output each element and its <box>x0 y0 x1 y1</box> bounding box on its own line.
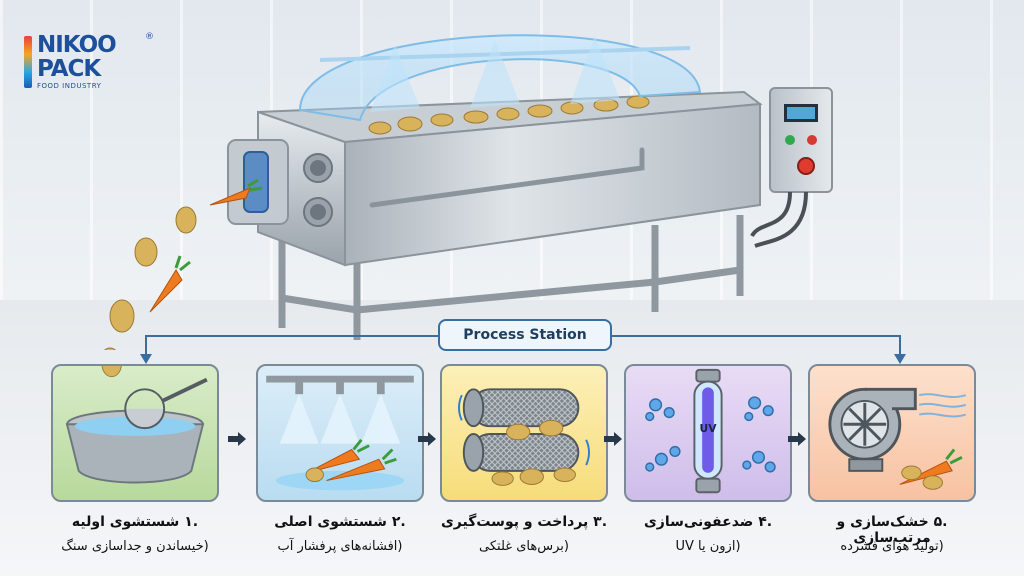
step-5-subtitle: (تولید هوای فشرده <box>840 539 944 554</box>
emergency-stop-icon <box>797 157 815 175</box>
arrow-right-icon <box>788 432 806 446</box>
step-card-drying <box>808 364 976 502</box>
spray-nozzles-icon <box>266 375 414 491</box>
arrow-right-icon <box>228 432 246 446</box>
tank-handle-rail <box>369 147 645 208</box>
step-card-peeling <box>440 364 608 502</box>
air-blower-icon <box>828 387 967 490</box>
step-1-subtitle: (خیساندن و جداسازی سنگ <box>61 539 209 554</box>
washing-machine-illustration <box>104 34 833 350</box>
produce-in-tank <box>368 95 650 135</box>
spray-cones <box>370 36 620 112</box>
step-4-subtitle: (ازون یا UV <box>675 539 741 554</box>
step-3-title: .۳ پرداخت و پوست‌گیری <box>440 514 608 530</box>
logo-color-bar <box>24 36 32 88</box>
washing-bowl-icon <box>65 366 208 484</box>
machine-leg-frame <box>278 215 744 340</box>
registered-mark: ® <box>145 32 154 42</box>
arrow-right-icon <box>604 432 622 446</box>
step-card-initial-wash <box>51 364 219 502</box>
step-card-disinfection: UV <box>624 364 792 502</box>
pipe-connectors <box>303 153 333 227</box>
control-panel-box <box>769 87 833 193</box>
logo-subtitle: FOOD INDUSTRY <box>37 82 102 90</box>
step-4-title: .۴ ضدعفونی‌سازی <box>643 514 773 530</box>
uv-lamp-label: UV <box>700 422 718 435</box>
logo-text-nikoo: NIKOO <box>37 32 117 58</box>
step-card-main-wash <box>256 364 424 502</box>
step-3-subtitle: (برس‌های غلتکی <box>479 539 569 554</box>
green-button-icon <box>785 135 795 145</box>
falling-produce <box>104 178 263 350</box>
red-button-icon <box>807 135 817 145</box>
step-2-title: .۲ شستشوی اصلی <box>274 514 406 530</box>
step-1-title: .۱ شستشوی اولیه <box>71 514 199 530</box>
panel-cables <box>750 191 792 238</box>
step-5-title: .۵ خشک‌سازی و مرتب‌سازی <box>836 514 948 546</box>
nikoo-pack-logo: NIKOO PACK FOOD INDUSTRY ® <box>24 32 164 96</box>
process-station-label: Process Station <box>438 319 612 351</box>
logo-text-pack: PACK <box>37 56 101 82</box>
uv-lamp-icon: UV <box>645 368 776 494</box>
step-2-subtitle: (افشانه‌های پرفشار آب <box>277 539 403 554</box>
arrow-right-icon <box>418 432 436 446</box>
roller-brushes-icon <box>458 388 590 486</box>
